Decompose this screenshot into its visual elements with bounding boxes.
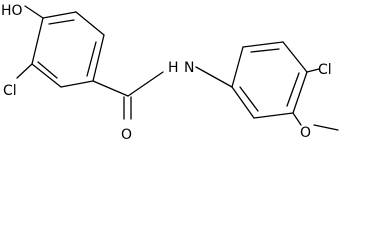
- bond-ring1-3: [92, 34, 105, 82]
- bond-ring1-6: [31, 17, 44, 65]
- bond-ring1-inner-a: [48, 19, 75, 25]
- atom-label-carbonyl-oxygen: O: [121, 127, 132, 143]
- atom-label-left-chlorine: Cl: [3, 83, 17, 99]
- chemical-structure-diagram: HO Cl O N H Cl O: [1, 3, 339, 143]
- bond-ring-to-methoxy-oxygen: [292, 112, 302, 126]
- bond-ring-to-oh: [24, 5, 44, 19]
- bond-ring-to-left-cl: [16, 63, 33, 79]
- bond-ring1-inner-b: [86, 41, 97, 77]
- bond-ring1-2: [75, 11, 105, 36]
- bond-ring2-inner-c: [239, 86, 259, 112]
- bond-ring2-inner-a: [250, 48, 280, 53]
- atom-label-amide-nitrogen: N: [184, 60, 194, 76]
- atom-label-methoxy-oxygen: O: [300, 125, 311, 141]
- bond-ring2-2: [242, 41, 284, 48]
- bond-ring-to-right-cl: [306, 68, 320, 73]
- bond-carbonyl-to-nitrogen: [127, 71, 164, 97]
- bond-ring2-inner-b: [286, 72, 300, 107]
- bond-ring2-3: [282, 41, 308, 73]
- right-benzene-ring: [231, 41, 308, 119]
- bond-ring2-6: [231, 86, 255, 119]
- bond-ring1-4: [60, 80, 94, 88]
- atom-label-amide-hydrogen: H: [168, 60, 179, 76]
- bond-ring1-5: [31, 63, 62, 88]
- bond-ring-to-carbonyl: [92, 80, 129, 97]
- bond-ring1-1: [42, 11, 77, 19]
- atom-label-right-chlorine: Cl: [318, 62, 332, 78]
- bond-ring1-inner-c: [37, 61, 58, 79]
- bond-nitrogen-to-right-ring: [195, 66, 233, 88]
- left-benzene-ring: [31, 11, 105, 88]
- bond-ring2-1: [231, 46, 244, 88]
- bond-ring2-5: [253, 112, 294, 119]
- bond-methoxy-oxygen-to-methyl: [313, 124, 339, 131]
- atom-label-hydroxyl: HO: [1, 3, 23, 19]
- bond-ring2-4: [292, 71, 308, 114]
